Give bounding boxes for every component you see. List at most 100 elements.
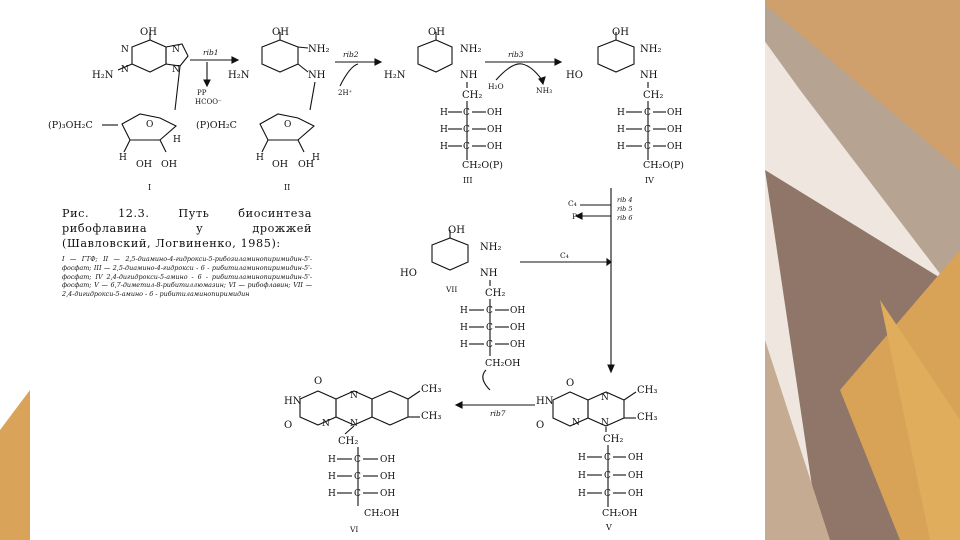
label-oh: OH	[487, 142, 502, 152]
pyrimidine-ring	[418, 40, 452, 72]
reaction-rib3: rib3 H₂O NH₃	[485, 50, 561, 95]
label-oh: OH	[136, 159, 152, 170]
label-oh: OH	[428, 27, 445, 38]
label-h: H	[460, 323, 468, 333]
label-c: C	[463, 108, 470, 118]
label-h2n: H₂N	[228, 70, 250, 81]
label-oh: OH	[380, 489, 395, 499]
label-nh: NH	[480, 268, 498, 279]
label-o: O	[146, 120, 153, 130]
label-hn: HN	[284, 396, 302, 407]
label-h: H	[578, 489, 586, 499]
label-h: H	[617, 108, 625, 118]
label-ch3: CH₃	[421, 411, 441, 422]
scanned-figure: OH N N N N H₂N (P)₃OH₂C O H H OH	[30, 0, 765, 540]
label-n: N	[601, 393, 609, 403]
label-oh: OH	[140, 27, 157, 38]
label-c: C	[604, 453, 611, 463]
label-o: O	[284, 120, 291, 130]
label-nh2: NH₂	[640, 44, 661, 55]
label-c: C	[354, 489, 361, 499]
deco-shape-left	[0, 390, 30, 540]
label-nh: NH	[308, 70, 326, 81]
label-c: C	[354, 472, 361, 482]
label-h: H	[328, 455, 336, 465]
label-oh: OH	[628, 471, 643, 481]
label-oh: OH	[487, 125, 502, 135]
label-ch2: CH₂	[462, 90, 482, 101]
reaction-label: rib7	[490, 409, 506, 418]
label-oh: OH	[628, 489, 643, 499]
label-oh: OH	[380, 455, 395, 465]
reaction-label: rib2	[343, 50, 359, 59]
label-ch2: CH₂	[338, 436, 358, 447]
label-nh: NH	[460, 70, 478, 81]
reaction-rib2: rib2 2H⁺	[335, 50, 381, 97]
label-ch2: CH₂	[485, 288, 505, 299]
label-h: H	[440, 125, 448, 135]
label-h: H	[617, 142, 625, 152]
reaction-label: rib 5	[617, 205, 633, 213]
label-ho: HO	[566, 70, 583, 81]
label-ch2oh: CH₂OH	[364, 508, 399, 519]
compound-V: O HN O N N N CH₃ CH₃ CH₂ H H H	[536, 378, 657, 532]
reaction-label: rib 4	[617, 196, 633, 204]
label-h: H	[578, 471, 586, 481]
compound-label-I: I	[148, 183, 151, 192]
label-h: H	[578, 453, 586, 463]
compound-III: OH NH₂ NH H₂N CH₂ H H H C C C	[384, 27, 503, 185]
reaction-rib4-5-6: rib 4 rib 5 rib 6 C₄ P	[568, 188, 633, 372]
label-hn: HN	[536, 396, 554, 407]
label-h: H	[328, 472, 336, 482]
label-nh2: NH₂	[308, 44, 329, 55]
label-ho: HO	[400, 268, 417, 279]
label-oh: OH	[487, 108, 502, 118]
label-h: H	[173, 135, 181, 145]
reaction-label: rib 6	[617, 214, 633, 222]
label-h: H	[617, 125, 625, 135]
compound-IV: OH NH₂ NH HO CH₂ H H H C C C	[566, 27, 684, 185]
label-c: C	[354, 455, 361, 465]
label-n: N	[172, 45, 180, 55]
reaction-c4: C₄	[483, 251, 611, 390]
label-oh: OH	[510, 306, 525, 316]
caption-legend: I — ГТФ; II — 2,5-диамино-4-гидрокси-5-р…	[62, 255, 312, 299]
compound-label-III: III	[463, 176, 472, 185]
label-o: O	[314, 376, 322, 387]
cofactor-label: 2H⁺	[338, 89, 353, 97]
compound-label-VII: VII	[445, 285, 457, 294]
label-ch3: CH₃	[637, 385, 657, 396]
byproduct-label: HCOO⁻	[195, 98, 222, 106]
compound-label-V: V	[605, 523, 612, 532]
cofactor-label: H₂O	[488, 82, 504, 91]
substrate-label: C₄	[560, 251, 569, 260]
pyrimidine-ring	[598, 40, 634, 72]
compound-label-IV: IV	[645, 176, 654, 185]
label-oh: OH	[298, 159, 314, 170]
label-o: O	[536, 420, 544, 431]
compound-label-II: II	[284, 183, 290, 192]
label-ch3: CH₃	[421, 384, 441, 395]
pyrimidine-ring	[553, 392, 588, 426]
label-c: C	[486, 340, 493, 350]
label-c: C	[644, 125, 651, 135]
label-oh: OH	[628, 453, 643, 463]
compound-VI: O HN O N N N CH₃ CH₃ CH₂ H H H	[284, 376, 441, 534]
pyrimidine-ring	[132, 40, 166, 72]
label-o: O	[284, 420, 292, 431]
label-h2n: H₂N	[384, 70, 406, 81]
compound-I: OH N N N N H₂N (P)₃OH₂C O H H OH	[48, 27, 188, 192]
label-ch2oh: CH₂OH	[485, 358, 520, 369]
label-oh: OH	[380, 472, 395, 482]
benzene-ring	[372, 391, 408, 425]
substrate-label: C₄	[568, 199, 577, 208]
byproduct-label: PP	[197, 89, 207, 97]
label-ch2: CH₂	[643, 90, 663, 101]
label-c: C	[644, 108, 651, 118]
label-ch2op: CH₂O(P)	[643, 160, 684, 171]
label-oh: OH	[272, 27, 289, 38]
label-o: O	[566, 378, 574, 389]
pyrimidine-ring	[262, 40, 298, 72]
label-c: C	[604, 489, 611, 499]
